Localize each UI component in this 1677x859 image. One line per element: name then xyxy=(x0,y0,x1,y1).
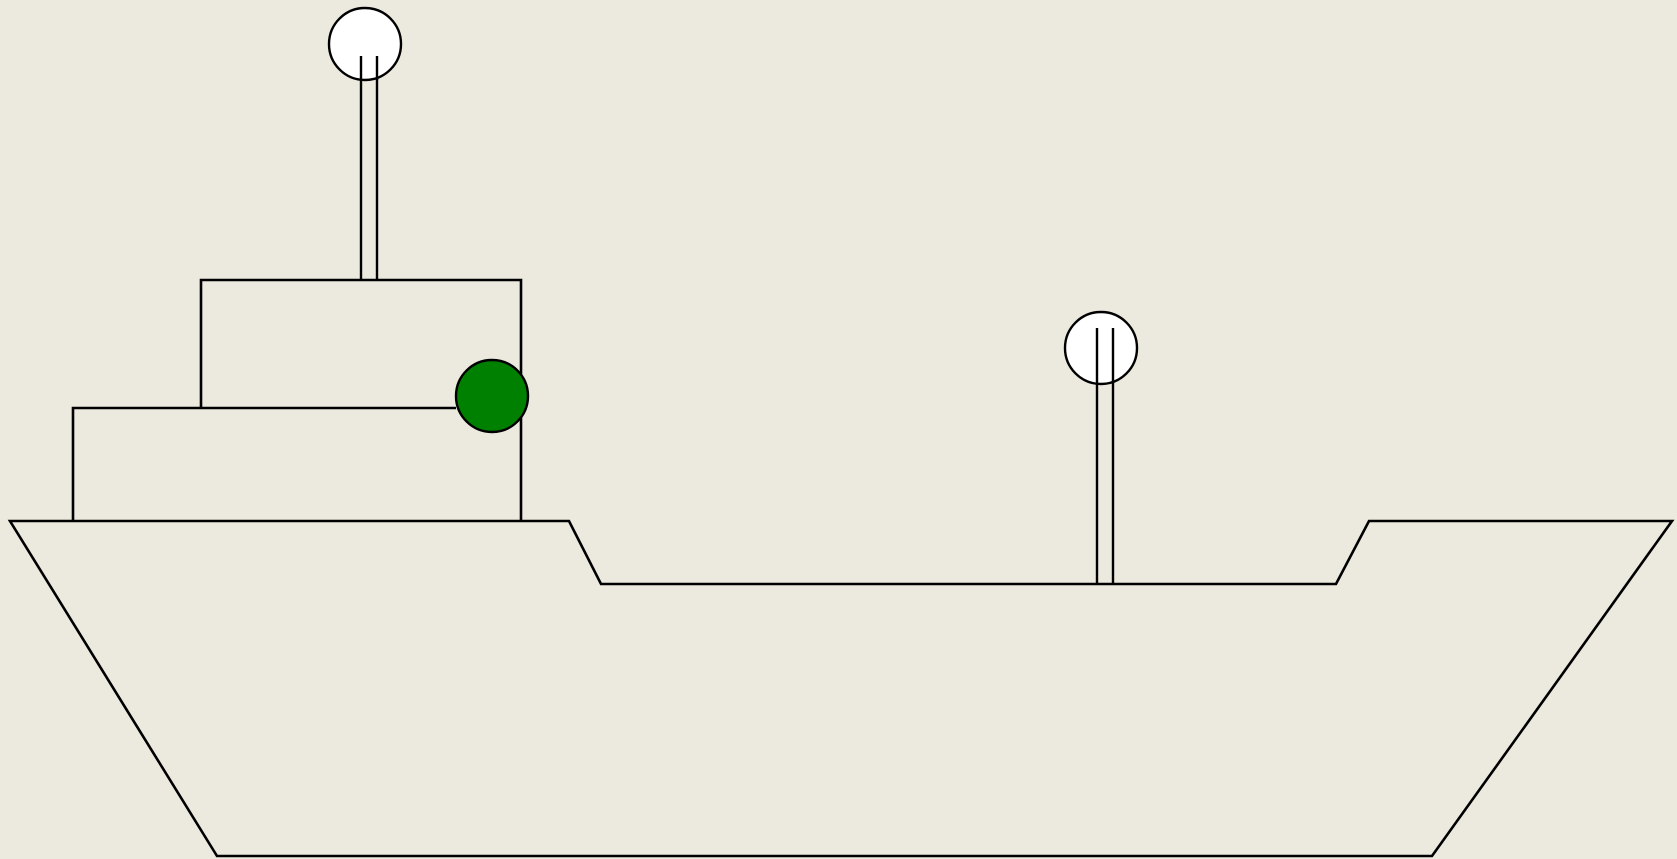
mast-light-icon xyxy=(329,8,401,80)
mast-light-icon xyxy=(1065,312,1137,384)
green-sidelight-icon xyxy=(456,360,528,432)
